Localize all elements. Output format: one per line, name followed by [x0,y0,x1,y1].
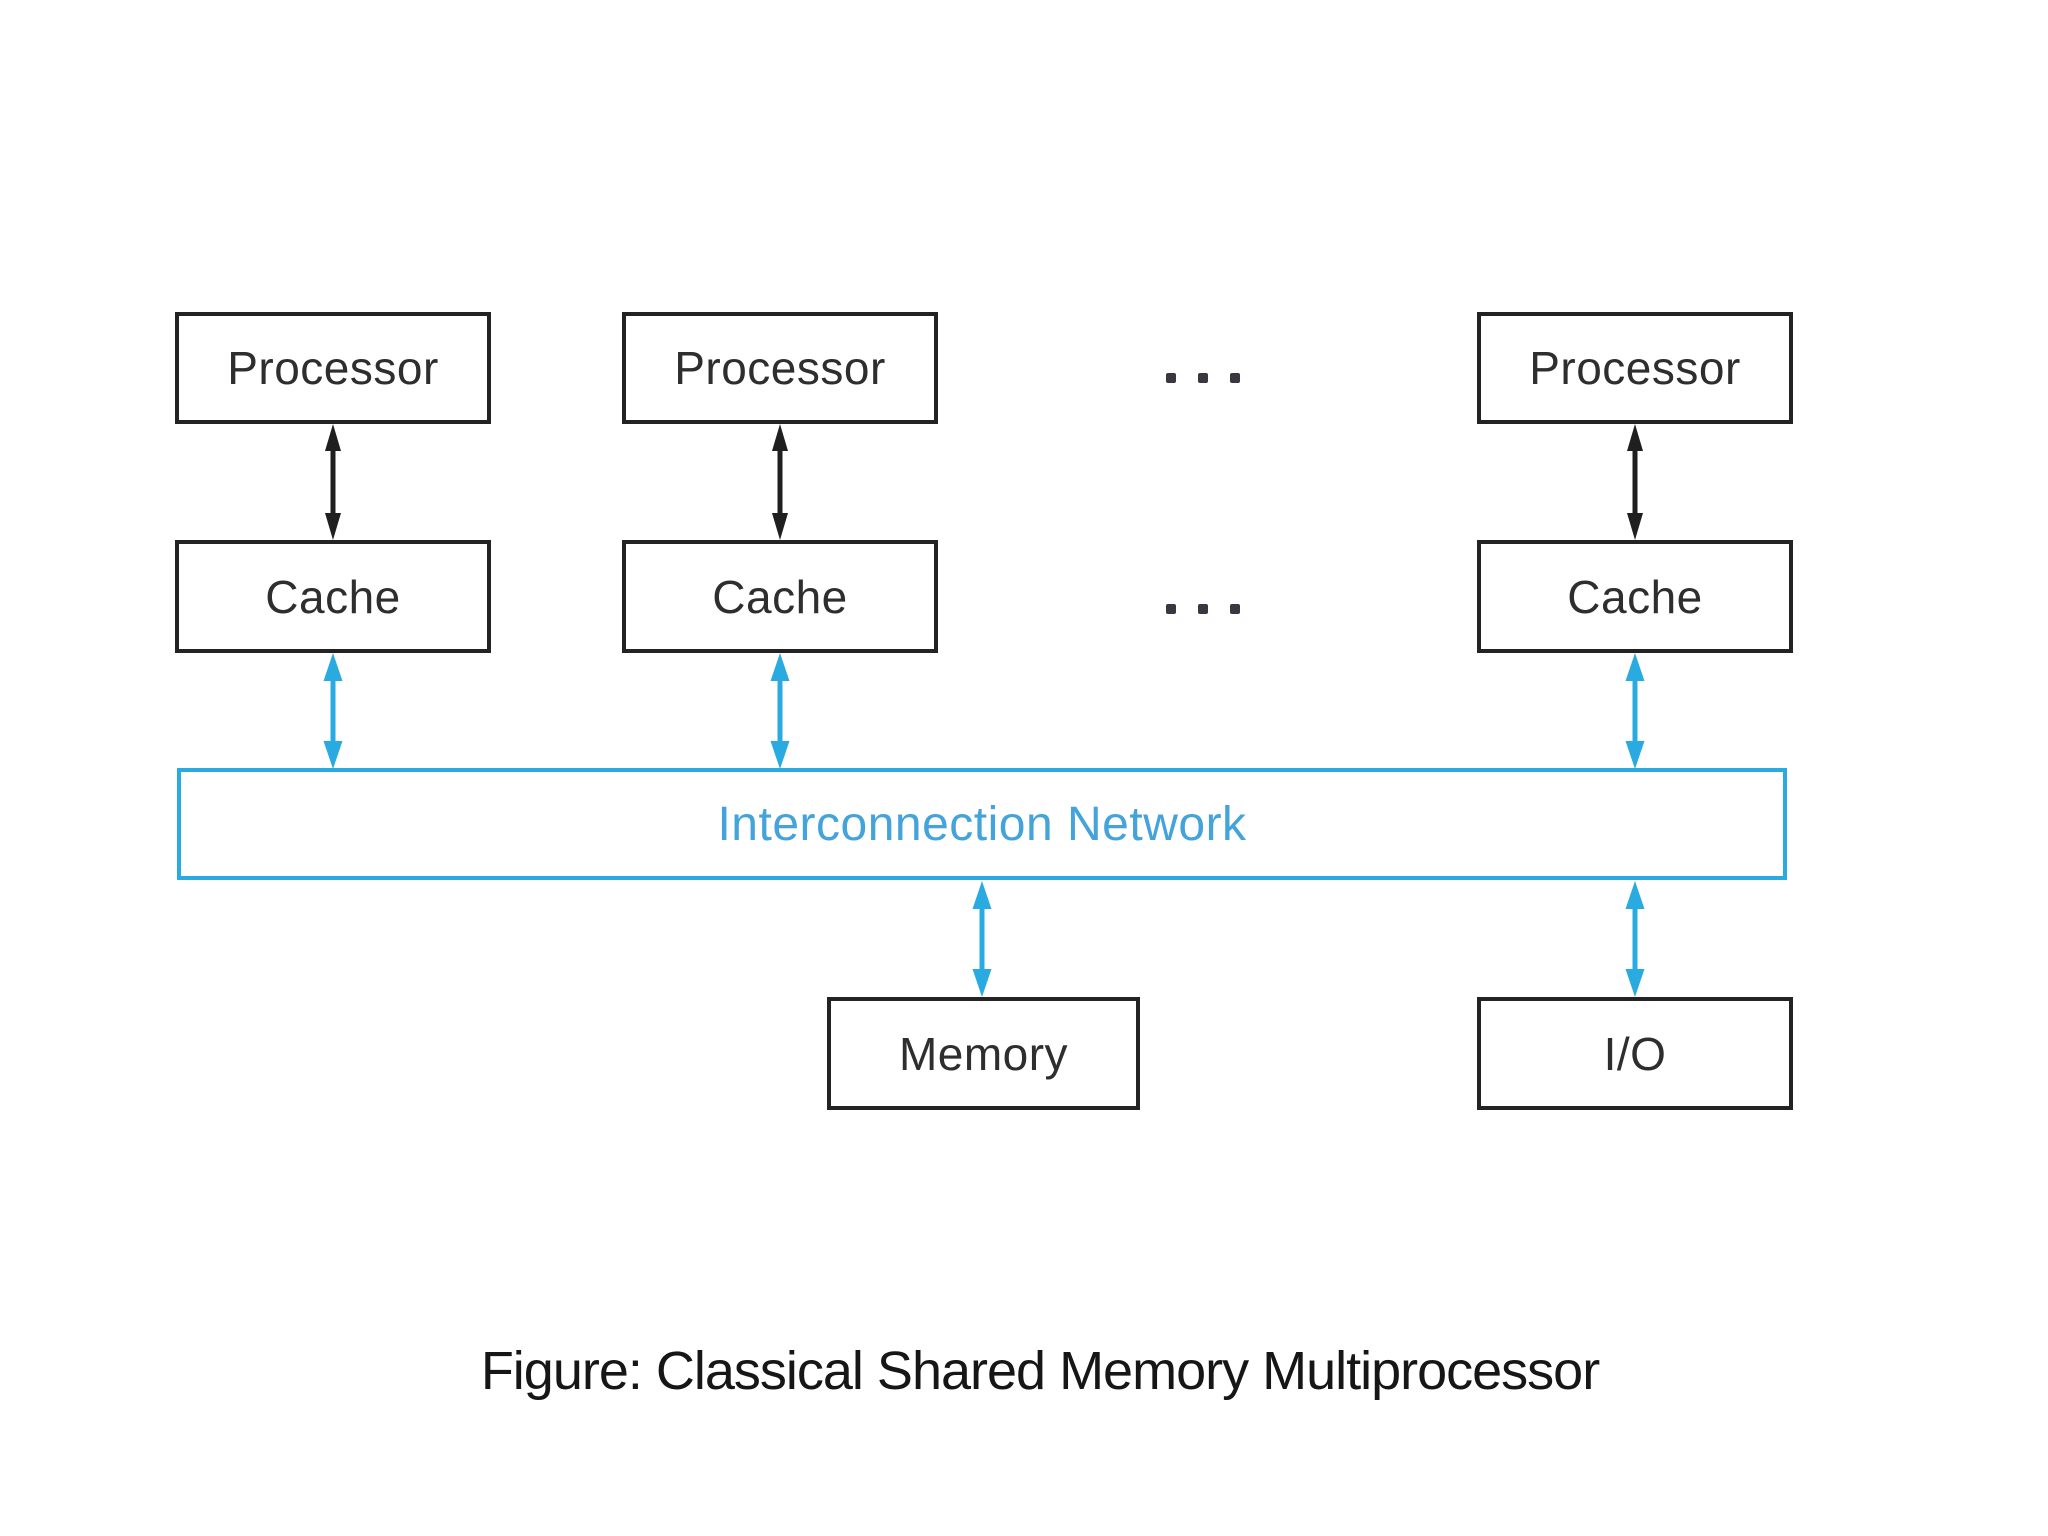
processor-cache-arrow-1 [325,424,341,540]
io-label: I/O [1603,1027,1667,1080]
cache-box-1: Cache [175,540,491,653]
processor-cache-arrow-3 [1627,424,1643,540]
cache-label-3: Cache [1567,570,1703,623]
ellipsis-dot [1230,604,1240,614]
cache-network-arrow-2 [770,653,790,769]
ellipsis-dot [1166,373,1176,383]
cache-network-arrow-1 [323,653,343,769]
cache-network-arrow-3 [1625,653,1645,769]
ellipsis-dot [1198,373,1208,383]
interconnection-network-box: Interconnection Network [177,768,1787,880]
network-memory-arrow [972,881,992,997]
processor-cache-arrow-2 [772,424,788,540]
cache-label-2: Cache [712,570,848,623]
cache-row-ellipsis [1166,604,1240,614]
ellipsis-dot [1198,604,1208,614]
processor-box-3: Processor [1477,312,1793,424]
interconnection-network-label: Interconnection Network [717,797,1247,851]
network-io-arrow [1625,881,1645,997]
processor-box-1: Processor [175,312,491,424]
cache-label-1: Cache [265,570,401,623]
processor-row-ellipsis [1166,373,1240,383]
cache-box-2: Cache [622,540,938,653]
processor-box-2: Processor [622,312,938,424]
cache-box-3: Cache [1477,540,1793,653]
memory-label: Memory [898,1027,1069,1080]
processor-label-2: Processor [674,342,886,394]
processor-label-3: Processor [1529,342,1741,394]
ellipsis-dot [1166,604,1176,614]
ellipsis-dot [1230,373,1240,383]
io-box: I/O [1477,997,1793,1110]
figure-caption: Figure: Classical Shared Memory Multipro… [480,1341,1600,1401]
memory-box: Memory [827,997,1140,1110]
processor-label-1: Processor [227,342,439,394]
